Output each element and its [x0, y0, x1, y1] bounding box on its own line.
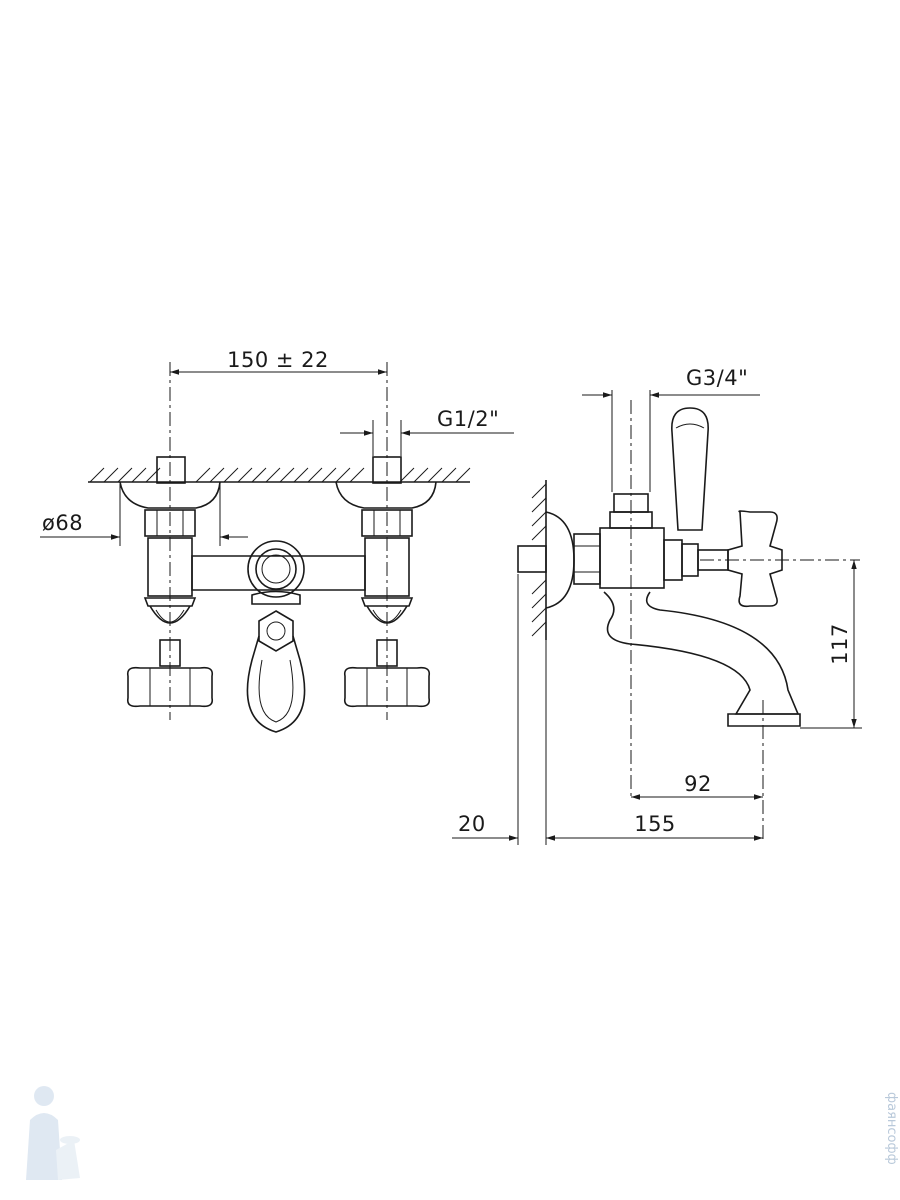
wall-hatching-side	[531, 483, 547, 637]
dim-spout-height: 117	[828, 560, 857, 728]
plumber-mascot-icon	[26, 1086, 80, 1180]
spout-height-label: 117	[828, 623, 852, 665]
dim-inlet-thread: G1/2"	[340, 407, 514, 456]
dim-wall-offset: 20	[452, 812, 518, 841]
inlet-spacing-label: 150 ± 22	[227, 348, 329, 372]
outlet-thread-label: G3/4"	[686, 366, 748, 390]
flange-diameter-label: ø68	[42, 511, 83, 535]
watermark-text: фаянсофф	[884, 1092, 899, 1165]
right-inlet	[335, 456, 437, 708]
dim-outlet-thread: G3/4"	[582, 366, 760, 398]
inlet-thread-label: G1/2"	[437, 407, 499, 431]
front-view: 150 ± 22 G1/2" ø68	[40, 348, 514, 733]
dim-spout-reach: 92	[631, 772, 763, 800]
left-inlet	[119, 456, 221, 708]
spout-reach-label: 92	[684, 772, 712, 796]
dim-flange-diameter: ø68	[40, 484, 248, 546]
wall-hatching-front	[89, 467, 471, 483]
wall-offset-label: 20	[458, 812, 486, 836]
dim-total-depth: 155	[546, 812, 763, 841]
mixer-body	[191, 540, 366, 733]
dim-inlet-spacing: 150 ± 22	[170, 348, 387, 375]
total-depth-label: 155	[634, 812, 676, 836]
side-view: G3/4" 117 92 20 155	[452, 366, 862, 845]
